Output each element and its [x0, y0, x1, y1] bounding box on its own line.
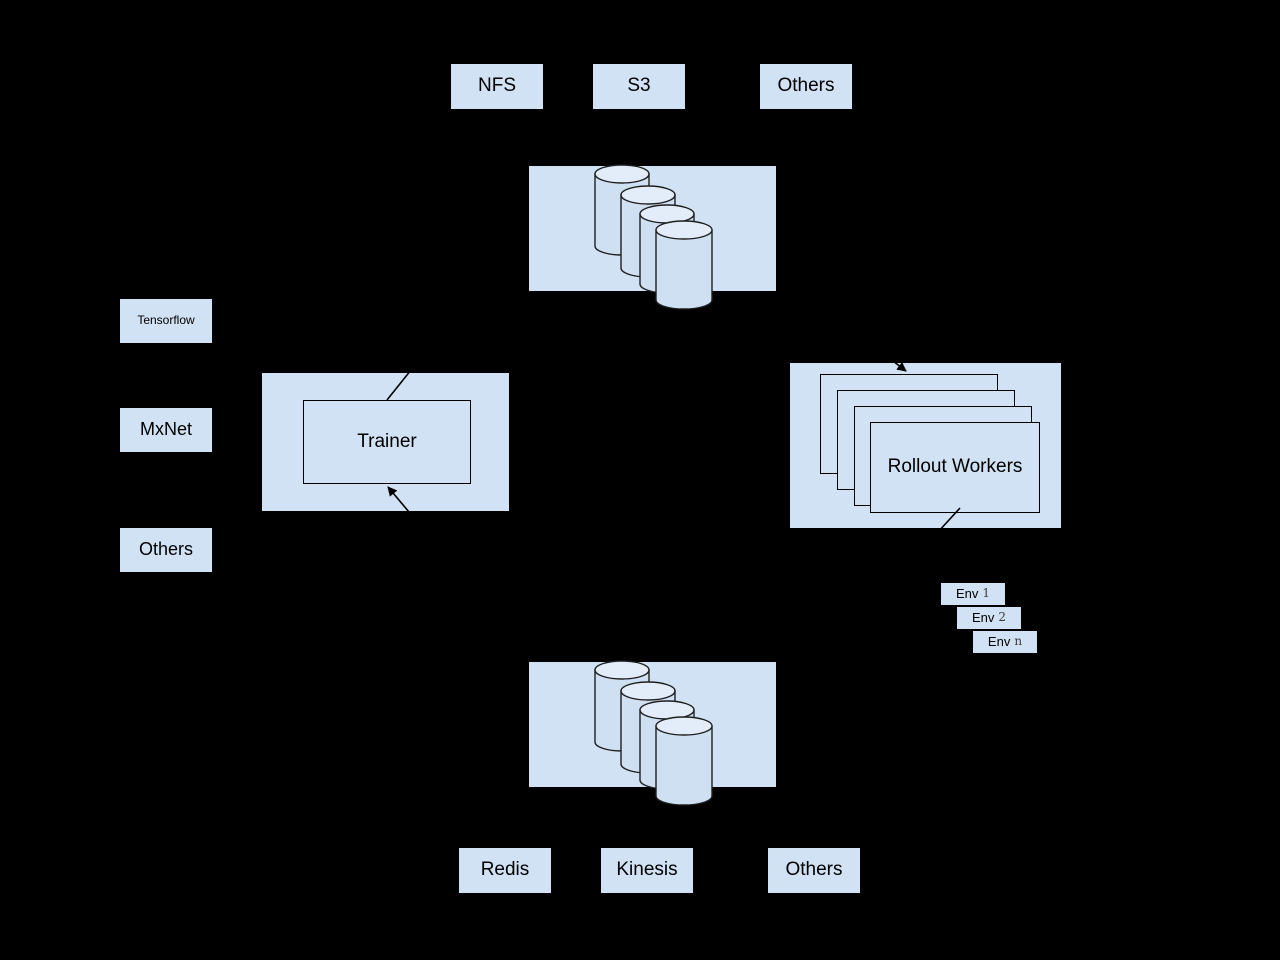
rollout-workers-box[interactable]: Rollout Workers [870, 422, 1040, 513]
node-queue-others-label: Others [785, 859, 843, 881]
node-s3[interactable]: S3 [593, 64, 685, 109]
node-kinesis-label: Kinesis [616, 859, 678, 881]
node-framework-others[interactable]: Others [120, 528, 212, 572]
node-nfs-label: NFS [478, 75, 516, 97]
env-box-2-name: Env [971, 609, 995, 625]
experience-store-panel [529, 662, 776, 787]
node-storage-others-label: Others [777, 75, 835, 97]
node-framework-others-label: Others [138, 539, 194, 560]
env-box-1-index: 1 [982, 586, 991, 601]
node-tensorflow[interactable]: Tensorflow [120, 299, 212, 343]
rollout-workers-label: Rollout Workers [887, 456, 1023, 478]
env-box-n-name: Env [987, 633, 1011, 649]
node-storage-others[interactable]: Others [760, 64, 852, 109]
node-redis[interactable]: Redis [459, 848, 551, 893]
node-mxnet[interactable]: MxNet [120, 408, 212, 452]
env-box-2-index: 2 [998, 610, 1007, 625]
env-box-1-name: Env [955, 585, 979, 601]
node-nfs[interactable]: NFS [451, 64, 543, 109]
trainer-box[interactable]: Trainer [303, 400, 471, 484]
node-s3-label: S3 [627, 75, 651, 97]
node-kinesis[interactable]: Kinesis [601, 848, 693, 893]
model-store-panel [529, 166, 776, 291]
trainer-label: Trainer [357, 430, 417, 452]
node-redis-label: Redis [480, 859, 530, 881]
node-tensorflow-label: Tensorflow [137, 313, 195, 328]
env-box-n-index: n [1014, 634, 1023, 649]
node-queue-others[interactable]: Others [768, 848, 860, 893]
node-mxnet-label: MxNet [139, 419, 192, 440]
